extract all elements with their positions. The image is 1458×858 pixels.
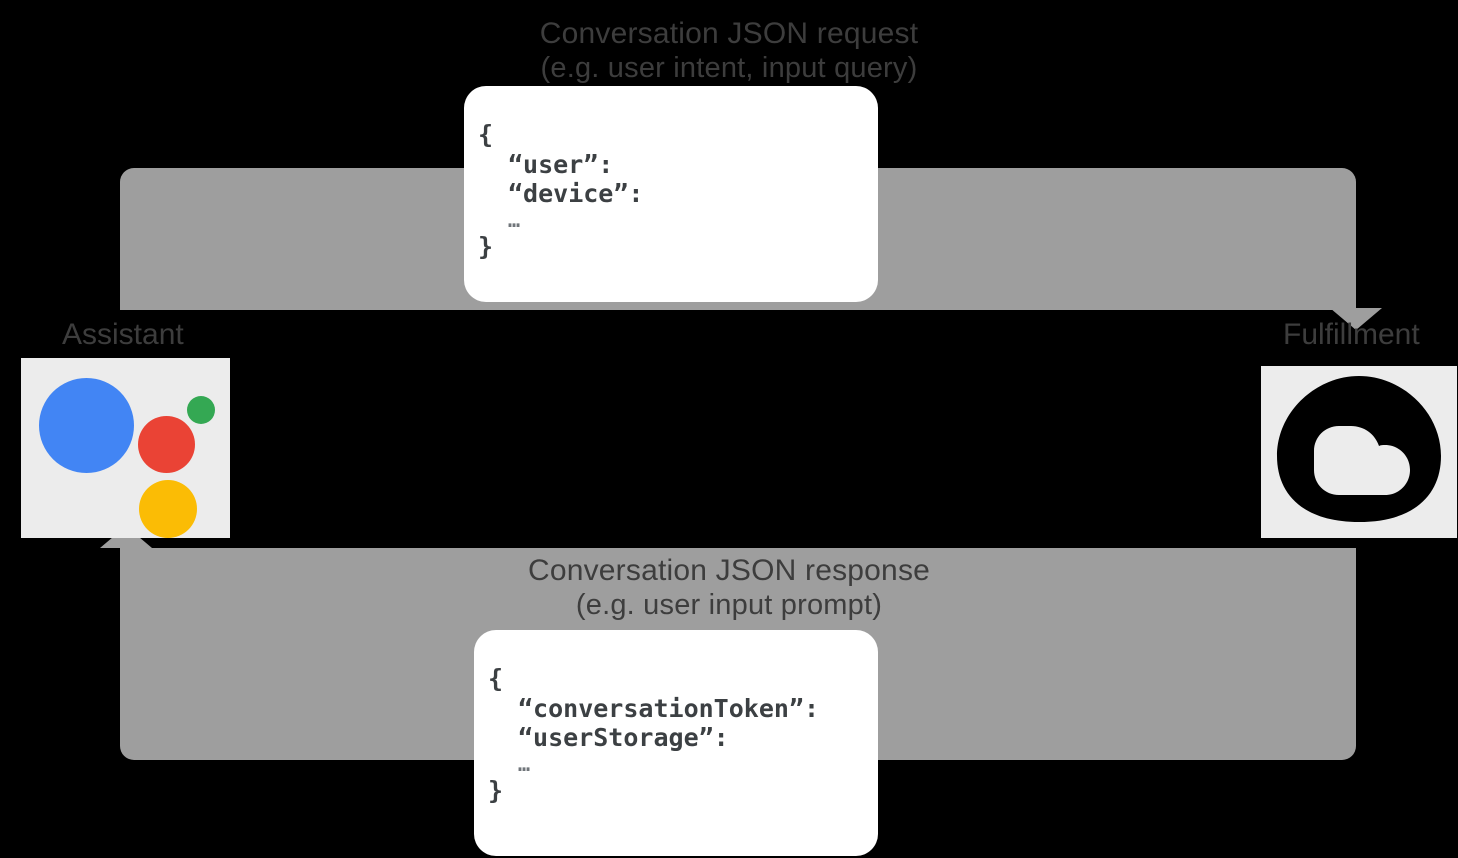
- assistant-yellow-dot-icon: [139, 480, 197, 538]
- assistant-red-dot-icon: [138, 416, 195, 473]
- response-caption: Conversation JSON response (e.g. user in…: [0, 553, 1458, 623]
- request-json-ellipsis: …: [508, 207, 523, 232]
- request-json-open-brace: {: [478, 120, 494, 149]
- cloud-glyph-icon: [1277, 376, 1441, 522]
- request-json-card: { “user”: “device”: … }: [464, 86, 878, 302]
- response-caption-line1: Conversation JSON response: [527, 554, 931, 587]
- assistant-label: Assistant: [62, 318, 184, 351]
- request-caption: Conversation JSON request (e.g. user int…: [0, 16, 1458, 86]
- response-json-ellipsis: …: [518, 751, 533, 776]
- response-json-card: { “conversationToken”: “userStorage”: … …: [474, 630, 878, 856]
- response-json-open-brace: {: [488, 664, 504, 693]
- response-json-key-conversation-token: “conversationToken”:: [518, 693, 820, 723]
- assistant-green-dot-icon: [187, 396, 215, 424]
- fulfillment-label: Fulfillment: [1283, 318, 1420, 351]
- response-caption-line2: (e.g. user input prompt): [575, 589, 883, 622]
- request-json-key-user: “user”:: [508, 149, 614, 179]
- request-json-key-device: “device”:: [508, 179, 644, 208]
- response-json-close-brace: }: [488, 776, 504, 806]
- request-caption-line1: Conversation JSON request: [539, 17, 919, 50]
- request-caption-line2: (e.g. user intent, input query): [540, 52, 918, 85]
- cloud-fulfillment-icon: [1261, 366, 1457, 538]
- google-assistant-icon: [21, 358, 230, 538]
- request-flow-arrowhead-icon: [1330, 308, 1382, 330]
- response-json-key-user-storage: “userStorage”:: [518, 723, 729, 752]
- assistant-blue-dot-icon: [39, 378, 134, 473]
- request-json-close-brace: }: [478, 232, 494, 262]
